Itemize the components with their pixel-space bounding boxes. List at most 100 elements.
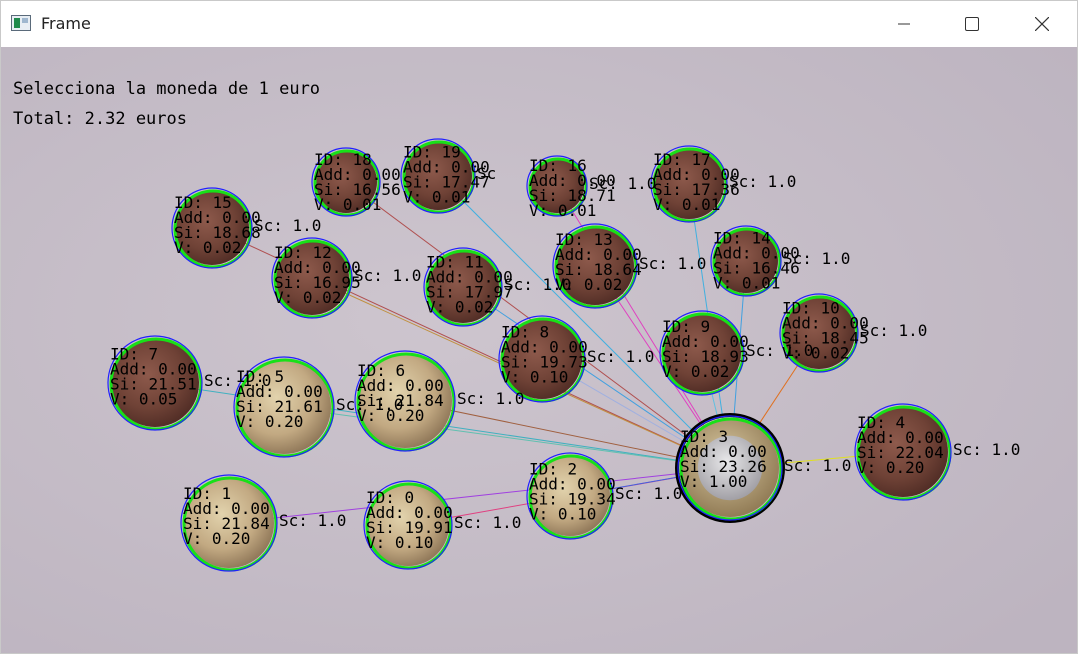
detection-circle-outer [271, 237, 353, 319]
coin-si-label: Si: 21.51 [110, 375, 197, 394]
detection-circle-outer [526, 155, 588, 217]
coin-score-label: Sc: 1.0 [729, 172, 796, 191]
coin-8[interactable] [710, 225, 782, 297]
coin-9[interactable] [779, 293, 859, 373]
coin-3[interactable] [650, 145, 728, 223]
coin-center [697, 435, 763, 501]
coin-14[interactable] [354, 350, 456, 452]
coin-score-label: Sc: 1.0 [254, 216, 321, 235]
instruction-text: Selecciona la moneda de 1 euro [13, 79, 320, 99]
coin-si-label: Si: 19.34 [529, 490, 616, 509]
coin-body [184, 478, 274, 568]
detection-circle-inner [856, 405, 952, 501]
coin-body [427, 251, 499, 323]
coin-id-label: ID: 3 [680, 427, 728, 446]
close-button[interactable] [1007, 1, 1077, 47]
coin-add-label: Add: 0.00 [555, 245, 642, 264]
coin-score-label: Sc: 1.0 [784, 456, 851, 475]
coin-si-label: Si: 21.84 [183, 514, 270, 533]
coin-add-label: Add: 0.00 [174, 208, 261, 227]
coin-body [530, 456, 610, 536]
coin-si-label: Si: 22.04 [857, 443, 944, 462]
coin-value-label: V: 0.02 [426, 298, 493, 317]
coin-si-label: Si: 18.45 [782, 329, 869, 348]
detection-circle-inner [712, 227, 782, 297]
coin-id-label: ID: 1 [183, 484, 231, 503]
detection-circle-inner [528, 454, 614, 540]
coin-id-label: ID: 15 [174, 193, 232, 212]
coin-add-label: Add: 0.00 [403, 158, 490, 177]
detection-circle-outer [233, 356, 335, 458]
coin-score-label: Sc: 1.0 [279, 511, 346, 530]
minimize-button[interactable] [869, 1, 939, 47]
coin-id-label: ID: 5 [236, 367, 284, 386]
coin-5[interactable] [271, 237, 353, 319]
coin-body [358, 354, 452, 448]
coin-add-label: Add: 0.00 [501, 338, 588, 357]
coin-value-label: V: 0.02 [555, 275, 622, 294]
maximize-icon [965, 17, 979, 31]
coin-body [783, 297, 855, 369]
coin-add-label: Add: 0.00 [653, 165, 740, 184]
detection-circle-inner [402, 140, 476, 214]
minimize-icon [898, 23, 910, 25]
coin-score-label: Sc: 1.0 [204, 371, 271, 390]
detection-circle-inner [425, 249, 503, 327]
close-icon [1035, 17, 1049, 31]
detection-circle-inner [182, 476, 278, 572]
detection-circle-inner [109, 337, 203, 431]
detection-circle-outer [107, 335, 203, 431]
detection-circle-outer [854, 403, 952, 501]
coin-value-label: V: 0.10 [529, 505, 596, 524]
detection-circle-outer [552, 223, 638, 309]
coin-si-label: Si: 19.91 [366, 518, 453, 537]
coin-id-label: ID: 4 [857, 413, 905, 432]
coin-18[interactable] [363, 480, 453, 570]
coin-1[interactable] [400, 138, 476, 214]
coin-add-label: Add: 0.00 [713, 244, 800, 263]
coin-19[interactable] [526, 452, 614, 540]
coin-7[interactable] [552, 223, 638, 309]
coin-si-label: Si: 18.93 [662, 347, 749, 366]
coin-id-label: ID: 9 [662, 317, 710, 336]
coin-17[interactable] [180, 474, 278, 572]
detection-circle-outer [171, 187, 253, 269]
detection-circle-outer [311, 147, 381, 217]
coin-score-label: Sc: 1.0 [639, 254, 706, 273]
match-line [404, 400, 731, 469]
maximize-button[interactable] [937, 1, 1007, 47]
coin-value-label: V: 0.20 [183, 529, 250, 548]
coin-add-label: Add: 0.00 [236, 382, 323, 401]
detection-circle-outer [498, 315, 586, 403]
coin-si-label: Si: 16.46 [713, 259, 800, 278]
coin-12[interactable] [107, 335, 203, 431]
coin-add-label: Add: 0.00 [426, 268, 513, 287]
title-bar[interactable]: Frame [1, 1, 1077, 47]
coin-body [858, 407, 948, 497]
coin-4[interactable] [171, 187, 253, 269]
coin-value-label: V: 0.02 [662, 362, 729, 381]
coin-16[interactable] [854, 403, 952, 501]
coin-body [367, 484, 449, 566]
detection-circle-outer [400, 138, 476, 214]
detection-circle-inner [313, 149, 381, 217]
coin-si-label: Si: 16.95 [274, 273, 361, 292]
coin-15[interactable] [675, 413, 785, 523]
coin-si-label: Si: 17.47 [403, 173, 490, 192]
coin-13[interactable] [233, 356, 335, 458]
coin-11[interactable] [659, 310, 745, 396]
detection-circle-inner [365, 482, 453, 570]
coin-2[interactable] [526, 155, 588, 217]
coin-add-label: Add: 0.00 [662, 332, 749, 351]
detection-circle-inner [652, 147, 728, 223]
coin-0[interactable] [311, 147, 381, 217]
coin-si-label: Si: 17.36 [653, 180, 740, 199]
coin-value-label: V: 0.01 [403, 188, 470, 207]
coin-add-label: Add: 0.00 [314, 165, 401, 184]
coin-6[interactable] [423, 247, 503, 327]
coin-add-label: Add: 0.00 [529, 475, 616, 494]
coin-value-label: V: 0.10 [501, 368, 568, 387]
coin-10[interactable] [498, 315, 586, 403]
coin-body [111, 339, 199, 427]
